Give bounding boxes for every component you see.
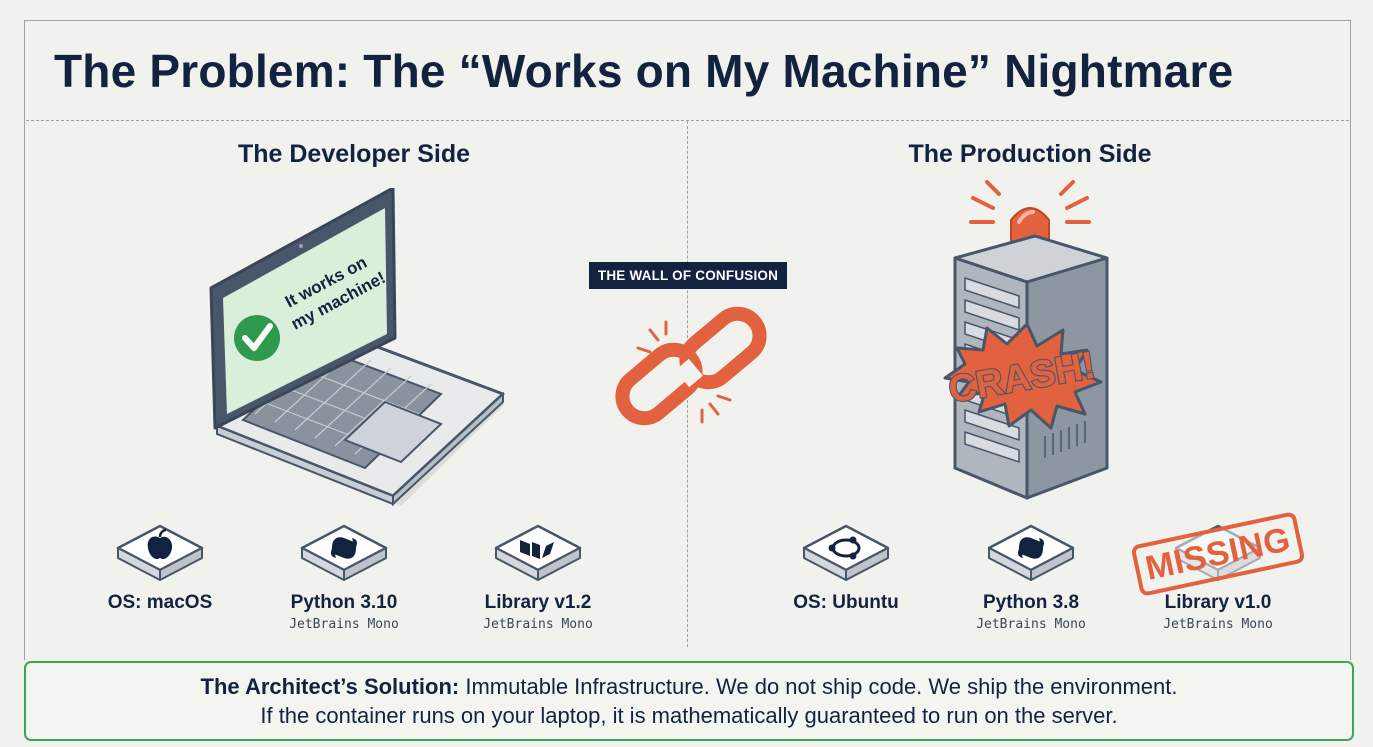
dev-python-label: Python 3.10 (290, 592, 398, 613)
ubuntu-icon (802, 524, 890, 581)
prod-python-sub: JetBrains Mono (976, 617, 1086, 632)
crash-burst-icon (943, 322, 1103, 430)
prod-library-sub: JetBrains Mono (1163, 617, 1273, 632)
outer-frame (24, 20, 1351, 660)
solution-line1-rest: Immutable Infrastructure. We do not ship… (459, 674, 1178, 699)
page-title: The Problem: The “Works on My Machine” N… (54, 45, 1234, 97)
production-side-heading: The Production Side (908, 140, 1152, 168)
developer-side-heading: The Developer Side (237, 140, 471, 168)
alarm-rays (969, 180, 1091, 224)
dev-item-os: OS: macOS (75, 522, 245, 614)
prod-library-label: Library v1.0 (1164, 592, 1272, 613)
prod-python-label: Python 3.8 (982, 592, 1080, 613)
library-icon (494, 524, 582, 581)
apple-icon (116, 524, 204, 581)
dev-os-label: OS: macOS (107, 592, 213, 613)
header-divider (26, 120, 1349, 121)
server-rack-illustration: CRASH! (943, 180, 1109, 500)
prod-item-os: OS: Ubuntu (761, 522, 931, 614)
solution-bold-prefix: The Architect’s Solution: (200, 674, 460, 699)
check-icon (234, 315, 280, 361)
solution-line2: If the container runs on your laptop, it… (260, 703, 1118, 728)
prod-item-python: Python 3.8 JetBrains Mono (946, 522, 1116, 632)
dev-python-sub: JetBrains Mono (289, 617, 399, 632)
python-icon (300, 524, 388, 581)
wall-of-confusion-label: THE WALL OF CONFUSION (589, 262, 787, 289)
dev-library-sub: JetBrains Mono (483, 617, 593, 632)
dev-item-library: Library v1.2 JetBrains Mono (453, 522, 623, 632)
prod-os-label: OS: Ubuntu (793, 592, 899, 613)
broken-chain-icon (615, 306, 767, 426)
dev-item-python: Python 3.10 JetBrains Mono (259, 522, 429, 632)
solution-line1: The Architect’s Solution: Immutable Infr… (201, 672, 1178, 701)
python-icon (987, 524, 1075, 581)
dev-library-label: Library v1.2 (484, 592, 592, 613)
laptop-illustration: It works on my machine! (209, 188, 505, 507)
solution-box: The Architect’s Solution: Immutable Infr… (24, 661, 1354, 741)
